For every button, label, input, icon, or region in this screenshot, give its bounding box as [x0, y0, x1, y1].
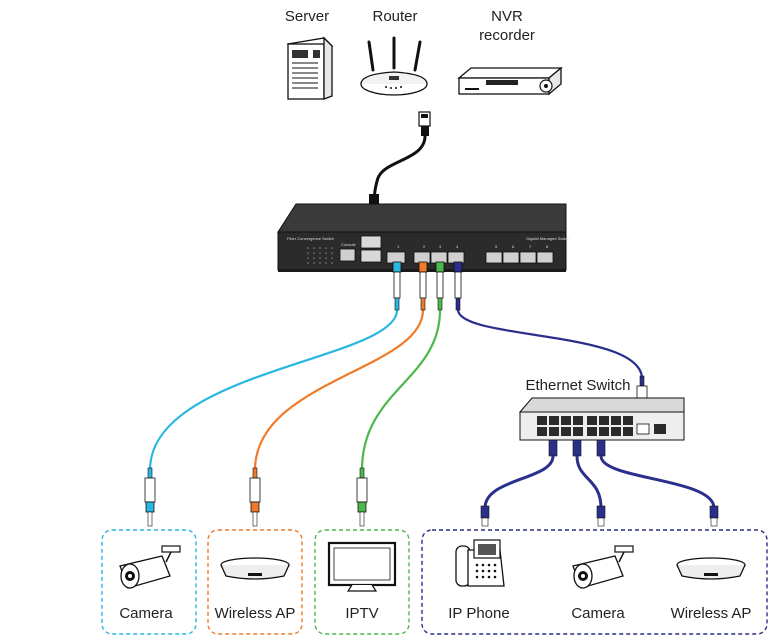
eth-port	[599, 416, 609, 425]
router-label: Router	[372, 8, 417, 25]
sfp-port-4	[447, 251, 465, 264]
sfp-port-3	[430, 251, 448, 264]
iptv-box-green	[314, 529, 410, 635]
uplink-sfp-port	[636, 423, 650, 435]
rj45-port-upper	[360, 235, 382, 249]
camera-icon	[572, 545, 634, 589]
eth-port	[587, 427, 597, 436]
router-icon	[360, 36, 428, 96]
eth-port	[611, 427, 621, 436]
port-number-7: 7	[529, 244, 532, 249]
sfp-port-6	[502, 251, 520, 264]
cyan-fiber-cable	[144, 261, 402, 527]
rj45-port-lower	[360, 249, 382, 263]
eth-port	[549, 427, 559, 436]
console-port	[339, 248, 356, 262]
sfp-port-7	[519, 251, 537, 264]
nvr-recorder-icon	[457, 66, 563, 96]
orange-fiber-cable	[249, 261, 428, 527]
server-icon	[286, 36, 334, 100]
port-number-3: 3	[439, 244, 442, 249]
tv-icon	[327, 541, 397, 592]
nvr-label-line2: recorder	[479, 27, 535, 44]
sfp-port-8	[536, 251, 554, 264]
eth-port	[623, 427, 633, 436]
eth-port	[549, 416, 559, 425]
console-port-label: Console	[341, 242, 356, 247]
ethernet-switch	[518, 397, 685, 441]
port-number-4: 4	[456, 244, 459, 249]
eth-port	[573, 416, 583, 425]
ethernet-devices-box-navy	[421, 529, 768, 635]
wireless-ap-1-label: Wireless AP	[215, 605, 296, 622]
ip-phone-icon	[455, 539, 505, 587]
port-number-1: 1	[397, 244, 400, 249]
port-number-5: 5	[495, 244, 498, 249]
eth-port	[561, 427, 571, 436]
eth-port	[537, 416, 547, 425]
camera-box-cyan	[101, 529, 197, 635]
eth-port	[623, 416, 633, 425]
camera-icon	[119, 545, 181, 589]
eth-port	[587, 416, 597, 425]
camera-1-label: Camera	[119, 605, 173, 622]
sfp-port-2	[413, 251, 431, 264]
ip-phone-label: IP Phone	[448, 605, 509, 622]
eth-port	[573, 427, 583, 436]
wireless-ap-2-label: Wireless AP	[671, 605, 752, 622]
port-number-2: 2	[423, 244, 426, 249]
eth-port	[561, 416, 571, 425]
wireless-ap-icon	[676, 557, 746, 580]
iptv-label: IPTV	[345, 605, 378, 622]
sfp-port-1	[386, 251, 406, 264]
green-fiber-cable	[356, 261, 445, 527]
fiber-switch-title: Fiber Convergence Switch	[287, 236, 334, 241]
fiber-switch-badge: Gigabit Managed Switch	[526, 236, 569, 241]
eth-port	[537, 427, 547, 436]
server-label: Server	[285, 8, 329, 25]
uplink-rj45-port	[654, 424, 666, 434]
wireless-ap-box-orange	[207, 529, 303, 635]
status-led-grid	[307, 247, 333, 264]
eth-port	[599, 427, 609, 436]
port-number-6: 6	[512, 244, 515, 249]
port-number-8: 8	[546, 244, 549, 249]
navy-ethernet-cables	[480, 439, 719, 527]
ethernet-switch-label: Ethernet Switch	[525, 377, 630, 394]
wireless-ap-icon	[220, 557, 290, 580]
eth-port	[611, 416, 621, 425]
nvr-label-line1: NVR	[491, 8, 523, 25]
camera-2-label: Camera	[571, 605, 625, 622]
sfp-port-5	[485, 251, 503, 264]
